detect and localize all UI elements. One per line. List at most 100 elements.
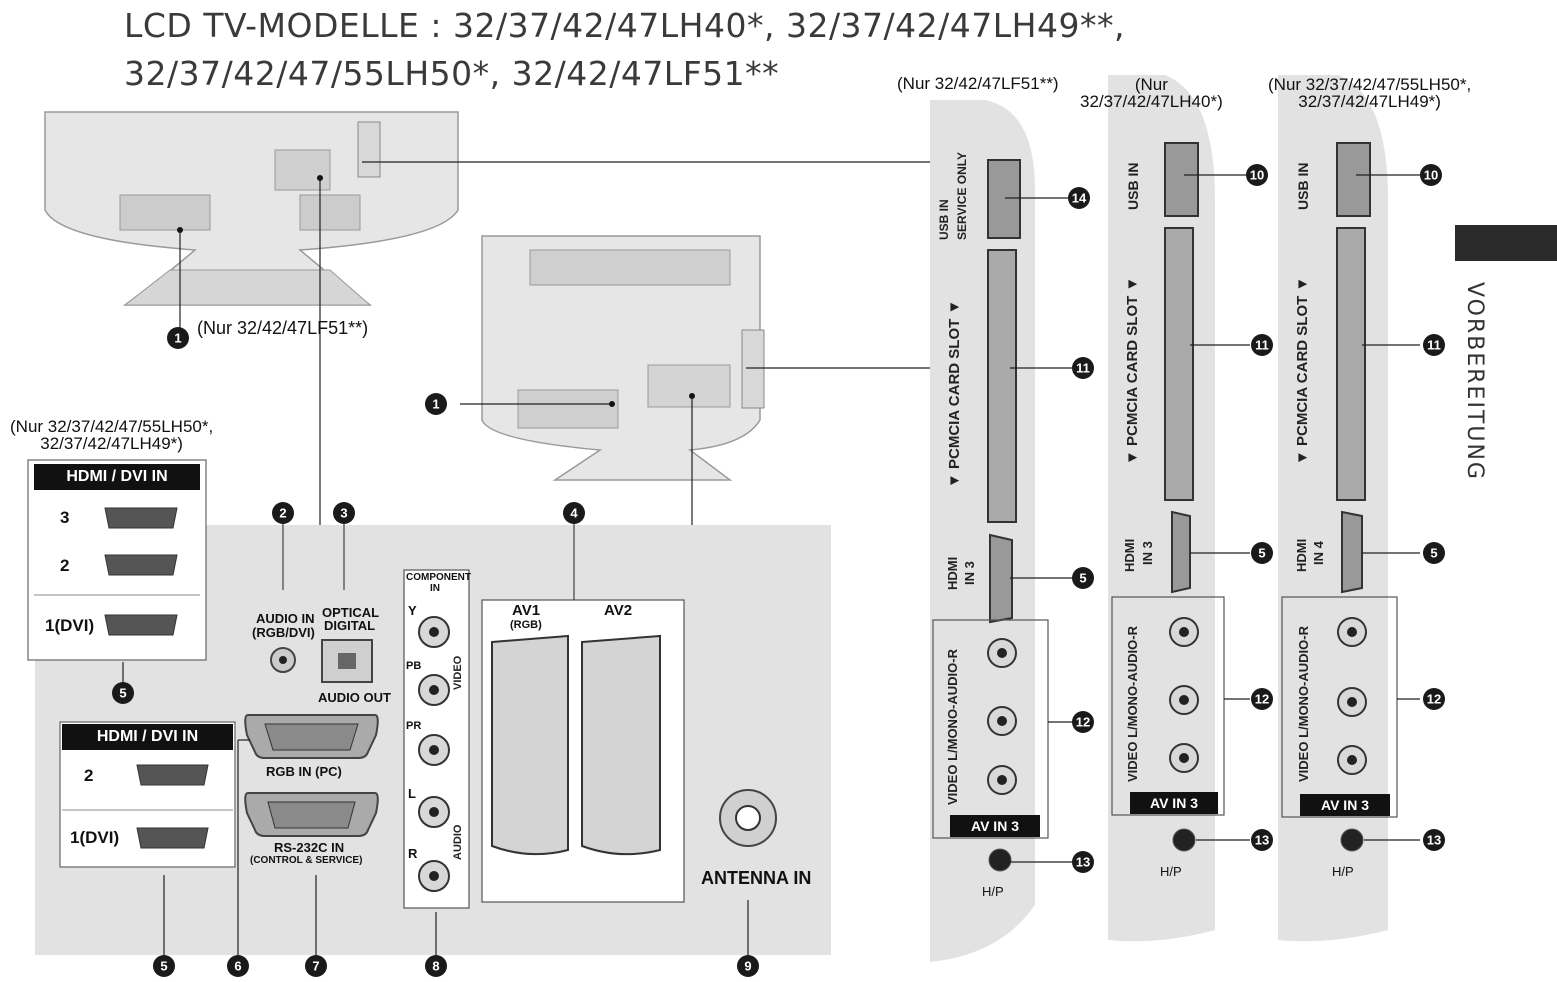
section-label: VORBEREITUNG (1462, 282, 1487, 481)
note-lf51-top: (Nur 32/42/47LF51**) (197, 318, 369, 338)
rs232-label: RS-232C IN (274, 840, 345, 855)
callout-5: 5 (112, 682, 134, 704)
svg-text:10: 10 (1424, 168, 1438, 183)
callout-7: 7 (305, 955, 327, 977)
comp-l-label: L (408, 786, 416, 801)
sp1-hp-label: H/P (982, 884, 1004, 899)
svg-text:13: 13 (1427, 833, 1441, 848)
callout-12: 12 (1423, 688, 1445, 710)
av2-label: AV2 (604, 602, 633, 619)
comp-video-label: VIDEO (452, 655, 464, 690)
callout-5: 5 (1423, 542, 1445, 564)
sp1-av-label: VIDEO L/MONO-AUDIO-R (945, 649, 960, 805)
comp-r-label: R (408, 846, 418, 861)
sp1-hdmi-in: IN 3 (962, 561, 977, 585)
sp2-av-in: AV IN 3 (1130, 792, 1218, 814)
callout-13: 13 (1251, 829, 1273, 851)
svg-text:12: 12 (1076, 715, 1090, 730)
side-panel-lh50 (1278, 75, 1398, 942)
audio-out-label: AUDIO OUT (318, 690, 391, 705)
sp3-av-in: AV IN 3 (1300, 794, 1390, 816)
svg-text:3: 3 (340, 506, 347, 521)
callout-2: 2 (272, 502, 294, 524)
hdmi-top-port-2: 2 (60, 556, 70, 575)
sp1-usb-label: USB IN (937, 199, 951, 240)
sp2-hp-label: H/P (1160, 864, 1182, 879)
callout-6: 6 (227, 955, 249, 977)
av1-sub: (RGB) (510, 619, 542, 631)
svg-text:11: 11 (1076, 361, 1090, 376)
svg-text:12: 12 (1255, 692, 1269, 707)
callout-5: 5 (153, 955, 175, 977)
callout-11: 11 (1423, 334, 1445, 356)
sp2-hdmi-label: HDMI (1122, 538, 1137, 572)
tv-back-main (460, 235, 930, 525)
hdmi-top-port-3: 3 (60, 508, 70, 527)
hdmi-bottom-title: HDMI / DVI IN (62, 724, 233, 750)
tv-back-lf51 (44, 111, 930, 525)
svg-text:11: 11 (1255, 338, 1269, 353)
sp2-usb-label: USB IN (1125, 162, 1141, 210)
svg-text:1: 1 (174, 331, 181, 346)
comp-pb-label: PB (406, 660, 422, 672)
sp1-hdmi-label: HDMI (945, 556, 960, 590)
side-panel-lf51 (930, 100, 1049, 962)
callout-9: 9 (737, 955, 759, 977)
note-lh50-side: (Nur 32/37/42/47/55LH50*, 32/37/42/47LH4… (1268, 75, 1472, 111)
page-title-line2: 32/37/42/47/55LH50*, 32/42/47LF51** (124, 54, 780, 93)
svg-text:13: 13 (1255, 833, 1269, 848)
callout-5: 5 (1072, 567, 1094, 589)
callout-10: 10 (1420, 164, 1442, 186)
rgb-in-label: RGB IN (PC) (266, 764, 342, 779)
sp3-av-label: VIDEO L/MONO-AUDIO-R (1296, 626, 1311, 782)
callout-11: 11 (1072, 357, 1094, 379)
callout-13: 13 (1072, 851, 1094, 873)
svg-text:5: 5 (119, 686, 126, 701)
comp-audio-label: AUDIO (452, 824, 464, 860)
svg-text:5: 5 (1430, 546, 1437, 561)
callout-11: 11 (1251, 334, 1273, 356)
sp1-usb-sub: SERVICE ONLY (955, 151, 969, 240)
svg-text:8: 8 (432, 959, 439, 974)
hdmi-bottom-port-2: 2 (84, 766, 94, 785)
note-lf51-side: (Nur 32/42/47LF51**) (897, 74, 1059, 93)
svg-text:5: 5 (160, 959, 167, 974)
callout-10: 10 (1246, 164, 1268, 186)
callout-5: 5 (1251, 542, 1273, 564)
rs232-sub: (CONTROL & SERVICE) (250, 855, 363, 866)
page-title-line1: LCD TV-MODELLE : 32/37/42/47LH40*, 32/37… (124, 6, 1125, 45)
sp3-hdmi-in: IN 4 (1311, 541, 1326, 565)
sp1-pcmcia-label: ▼ PCMCIA CARD SLOT ▼ (946, 299, 963, 488)
svg-text:10: 10 (1250, 168, 1264, 183)
comp-y-label: Y (408, 603, 417, 618)
svg-text:11: 11 (1427, 338, 1441, 353)
sp2-hdmi-in: IN 3 (1140, 541, 1155, 565)
sp2-av-label: VIDEO L/MONO-AUDIO-R (1125, 626, 1140, 782)
audio-in-label: AUDIO IN (256, 611, 315, 626)
svg-text:9: 9 (744, 959, 751, 974)
comp-pr-label: PR (406, 720, 422, 732)
callout-8: 8 (425, 955, 447, 977)
svg-text:7: 7 (312, 959, 319, 974)
svg-text:1: 1 (432, 397, 439, 412)
hdmi-top-port-1: 1(DVI) (45, 616, 95, 635)
svg-text:6: 6 (234, 959, 241, 974)
svg-text:5: 5 (1258, 546, 1265, 561)
hdmi-bottom-port-1: 1(DVI) (70, 828, 120, 847)
sp2-pcmcia-label: ▼ PCMCIA CARD SLOT ▼ (1124, 276, 1141, 465)
sp3-hdmi-label: HDMI (1294, 538, 1309, 572)
sp3-usb-label: USB IN (1295, 162, 1311, 210)
svg-text:12: 12 (1427, 692, 1441, 707)
svg-text:14: 14 (1072, 191, 1087, 206)
section-tab-marker (1455, 225, 1557, 261)
optical-label: OPTICAL (322, 605, 380, 620)
note-lh40-side: (Nur 32/37/42/47LH40*) (1080, 75, 1223, 111)
callout-1: 1 (425, 393, 447, 415)
callout-4: 4 (563, 502, 585, 524)
sp3-hp-label: H/P (1332, 864, 1354, 879)
side-panel-lh40 (1108, 75, 1225, 942)
svg-text:5: 5 (1079, 571, 1086, 586)
hdmi-top-title: HDMI / DVI IN (34, 464, 200, 490)
svg-text:4: 4 (570, 506, 578, 521)
